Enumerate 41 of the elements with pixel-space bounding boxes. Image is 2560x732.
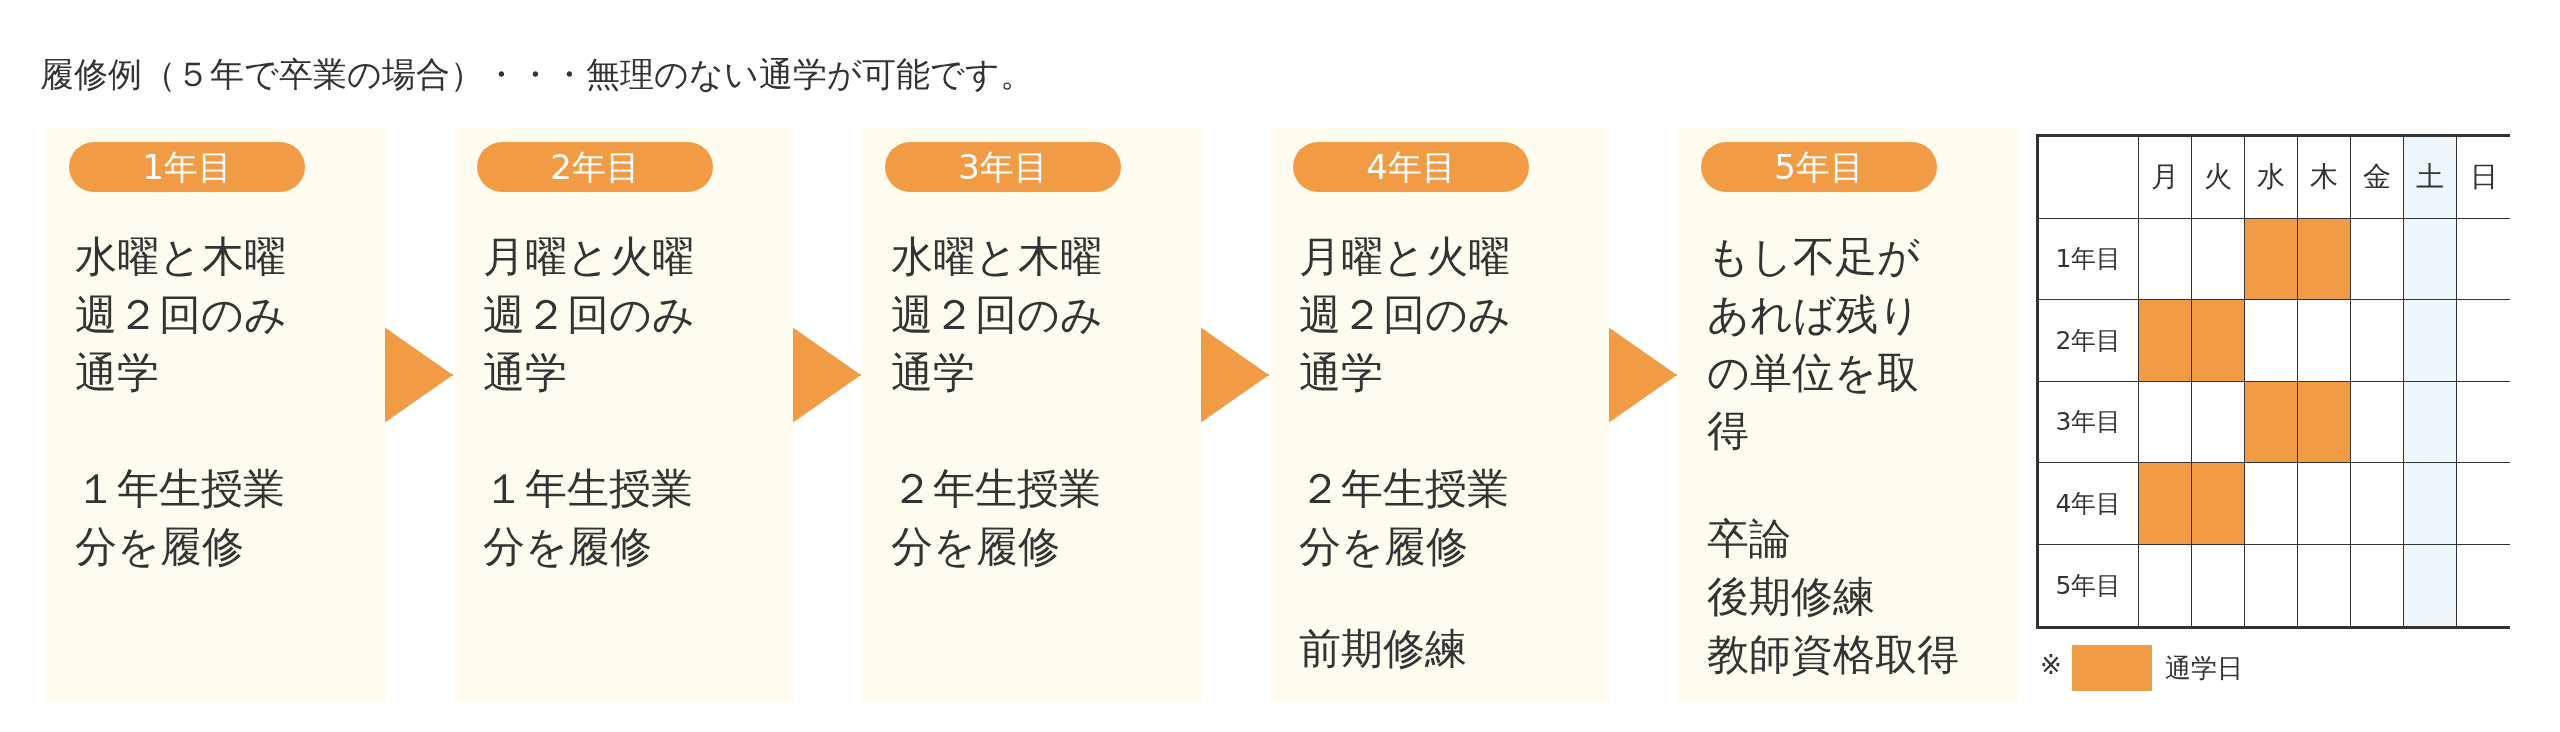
arrow [384,327,454,423]
column-text: 教師資格取得 [1707,629,1959,681]
legend-label: 通学日 [2165,652,2243,685]
column-text: 月曜と火曜週２回のみ通学 [1299,231,1512,399]
column-text: 月曜と火曜週２回のみ通学 [483,231,696,399]
column-text: １年生授業分を履修 [75,463,286,573]
year-badge: 2年目 [477,142,713,192]
year-row-header: 2年目 [2039,300,2139,382]
arrow [792,327,862,423]
day-header-cell: 火 [2192,137,2245,219]
column-text: もし不足があれば残りの単位を取得 [1707,231,1921,457]
day-header-cell: 日 [2457,137,2510,219]
day-header-cell: 土 [2404,137,2457,219]
day-header-cell: 水 [2245,137,2298,219]
day-header-cell: 金 [2351,137,2404,219]
column-text: ２年生授業分を履修 [1299,463,1510,573]
year-column-panel [1677,128,2017,703]
column-text: 卒論 [1707,513,1791,565]
year-column-panel [1269,128,1609,703]
year-row-header: 1年目 [2039,218,2139,300]
note-mark: ※ [2040,650,2062,680]
year-badge: 5年目 [1701,142,1937,192]
year-badge: 3年目 [885,142,1121,192]
year-column-panel [861,128,1201,703]
column-text: 後期修練 [1707,571,1875,623]
column-text: 水曜と木曜週２回のみ通学 [891,231,1104,399]
year-badge: 4年目 [1293,142,1529,192]
year-column-panel [453,128,793,703]
page-title: 履修例（５年で卒業の場合）・・・無理のない通学が可能です。 [40,53,1034,96]
column-text: 前期修練 [1299,623,1467,675]
year-row-header: 3年目 [2039,381,2139,463]
year-column-panel [45,128,385,703]
column-text: ２年生授業分を履修 [891,463,1102,573]
day-header-cell: 木 [2298,137,2351,219]
day-header-cell: 月 [2139,137,2192,219]
arrow [1200,327,1270,423]
column-text: 水曜と木曜週２回のみ通学 [75,231,288,399]
year-row-header: 4年目 [2039,463,2139,545]
column-text: １年生授業分を履修 [483,463,694,573]
year-badge: 1年目 [69,142,305,192]
arrow [1608,327,1678,423]
